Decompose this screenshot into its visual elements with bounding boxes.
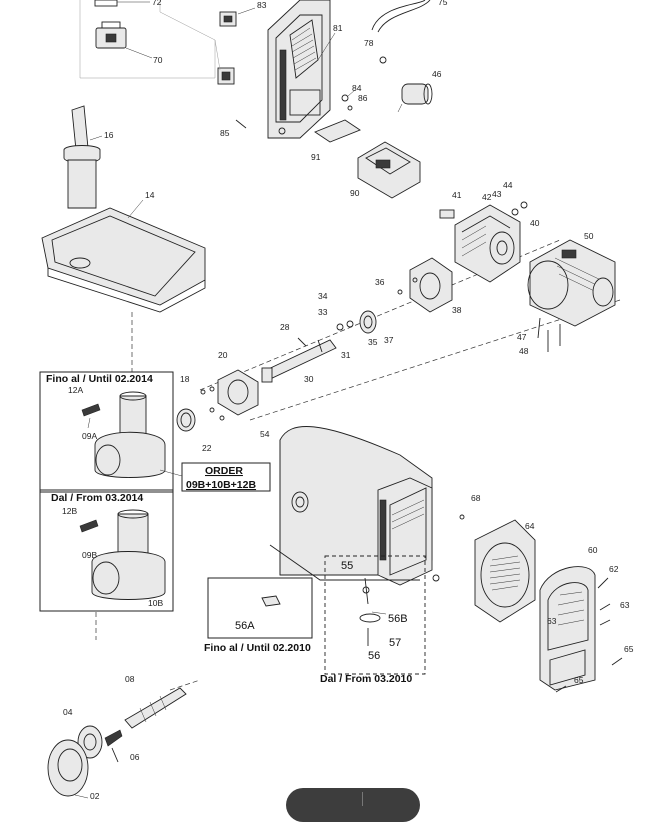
label-06: 06 bbox=[130, 752, 140, 762]
captions: Fino al / Until 02.2014 Dal / From 03.20… bbox=[46, 373, 412, 685]
label-37: 37 bbox=[384, 335, 394, 345]
label-57: 57 bbox=[389, 637, 401, 649]
page-navigation-pill[interactable] bbox=[286, 788, 420, 822]
caption-until-2010: Fino al / Until 02.2010 bbox=[204, 642, 311, 654]
label-35: 35 bbox=[368, 337, 378, 347]
label-36: 36 bbox=[375, 277, 385, 287]
label-16: 16 bbox=[104, 130, 114, 140]
label-83: 83 bbox=[257, 0, 267, 10]
label-34: 34 bbox=[318, 291, 328, 301]
order-box bbox=[159, 462, 271, 492]
label-12B: 12B bbox=[62, 506, 77, 516]
label-31: 31 bbox=[341, 350, 351, 360]
order-codes: 09B+10B+12B bbox=[186, 479, 256, 491]
label-48: 48 bbox=[519, 346, 529, 356]
label-04: 04 bbox=[63, 707, 73, 717]
label-38: 38 bbox=[452, 305, 462, 315]
label-65-right: 65 bbox=[624, 644, 634, 654]
caption-until-2014: Fino al / Until 02.2014 bbox=[46, 373, 153, 385]
exploded-parts-diagram: 72 83 75 81 78 70 46 84 86 85 16 91 14 9… bbox=[39, 0, 634, 801]
caption-from-2010: Dal / From 03.2010 bbox=[320, 673, 412, 685]
label-60: 60 bbox=[588, 545, 598, 555]
label-40: 40 bbox=[530, 218, 540, 228]
shaft-30 bbox=[261, 337, 337, 383]
inset-until-2010 bbox=[207, 577, 313, 639]
tray-14 bbox=[41, 199, 206, 313]
label-90: 90 bbox=[350, 188, 360, 198]
label-08: 08 bbox=[125, 674, 135, 684]
label-41: 41 bbox=[452, 190, 462, 200]
label-33: 33 bbox=[318, 307, 328, 317]
label-63-left: 63 bbox=[547, 616, 557, 626]
label-56B: 56B bbox=[388, 613, 408, 625]
label-65-bottom: 65 bbox=[574, 675, 584, 685]
label-20: 20 bbox=[218, 350, 228, 360]
label-56: 56 bbox=[368, 650, 380, 662]
pusher-16 bbox=[63, 105, 103, 209]
gearbox-40 bbox=[439, 201, 528, 283]
part-labels: 72 83 75 81 78 70 46 84 86 85 16 91 14 9… bbox=[62, 0, 634, 801]
flange-38 bbox=[336, 257, 453, 334]
label-47: 47 bbox=[517, 332, 527, 342]
label-68: 68 bbox=[471, 493, 481, 503]
label-85: 85 bbox=[220, 128, 230, 138]
label-14: 14 bbox=[145, 190, 155, 200]
inset-from-2010 bbox=[324, 555, 426, 675]
label-78: 78 bbox=[364, 38, 374, 48]
fan-cover-64 bbox=[432, 514, 536, 623]
label-70: 70 bbox=[153, 55, 163, 65]
label-42: 42 bbox=[482, 192, 492, 202]
label-64: 64 bbox=[525, 521, 535, 531]
caption-from-2014: Dal / From 03.2014 bbox=[51, 492, 143, 504]
label-84: 84 bbox=[352, 83, 362, 93]
cover-60 bbox=[539, 566, 623, 693]
inset-until-2014 bbox=[39, 371, 174, 493]
label-55: 55 bbox=[341, 560, 353, 572]
label-09A: 09A bbox=[82, 431, 97, 441]
flange-20 bbox=[176, 369, 259, 432]
label-43: 43 bbox=[492, 189, 502, 199]
label-18: 18 bbox=[180, 374, 190, 384]
label-54: 54 bbox=[260, 429, 270, 439]
label-02: 02 bbox=[90, 791, 100, 801]
label-09B: 09B bbox=[82, 550, 97, 560]
label-62: 62 bbox=[609, 564, 619, 574]
back-panel-81 bbox=[235, 0, 433, 139]
label-86: 86 bbox=[358, 93, 368, 103]
label-91: 91 bbox=[311, 152, 321, 162]
label-28: 28 bbox=[280, 322, 290, 332]
switch-components-group bbox=[79, 0, 256, 85]
label-30: 30 bbox=[304, 374, 314, 384]
label-50: 50 bbox=[584, 231, 594, 241]
label-56A: 56A bbox=[235, 620, 255, 632]
label-81: 81 bbox=[333, 23, 343, 33]
screw-knife-group bbox=[47, 687, 187, 799]
housing-54 bbox=[269, 426, 433, 586]
motor-50 bbox=[527, 239, 616, 352]
label-44: 44 bbox=[503, 180, 513, 190]
label-63-right: 63 bbox=[620, 600, 630, 610]
label-75: 75 bbox=[438, 0, 448, 7]
label-72: 72 bbox=[152, 0, 162, 7]
pill-divider bbox=[362, 792, 363, 806]
label-12A: 12A bbox=[68, 385, 83, 395]
label-10B: 10B bbox=[148, 598, 163, 608]
inset-from-2014 bbox=[39, 489, 174, 612]
order-title: ORDER bbox=[205, 465, 243, 477]
plate-91-bracket-90 bbox=[314, 119, 421, 199]
label-46: 46 bbox=[432, 69, 442, 79]
label-22: 22 bbox=[202, 443, 212, 453]
